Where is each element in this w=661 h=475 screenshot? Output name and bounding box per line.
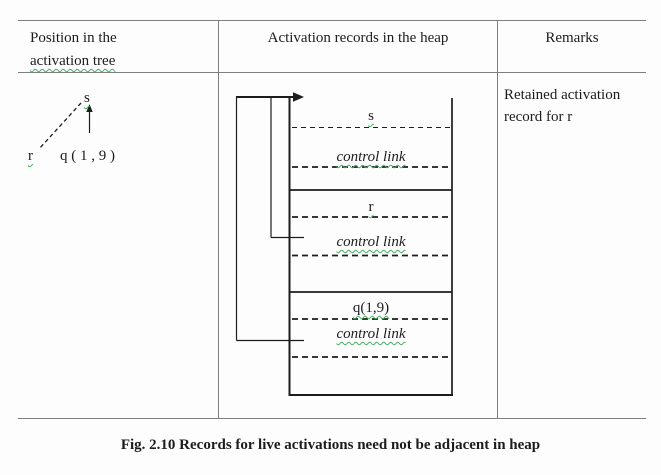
tree-dashed-edge-s-to-r (38, 102, 82, 150)
pointer-right-arrowhead-icon (293, 92, 304, 102)
tree-node-r: r (28, 147, 33, 165)
tree-node-s: s (84, 89, 90, 107)
heap-record-q-name: q(1,9) (290, 299, 452, 317)
heap-record-r-control-link-label: control link (336, 234, 406, 250)
heap-record-r-control-link: control link (290, 233, 452, 251)
header-position-column: Position in the activation tree (30, 27, 117, 73)
heap-record-q-name-label: q(1,9) (352, 300, 390, 316)
header-position-line2: activation tree (30, 53, 116, 69)
table-column-divider-1 (218, 20, 219, 418)
figure-caption: Fig. 2.10 Records for live activations n… (120, 437, 541, 453)
table-column-divider-2 (497, 20, 498, 418)
control-link-pointers (235, 96, 304, 342)
tree-up-arrowhead-icon (86, 104, 93, 112)
table-header-separator (18, 72, 646, 73)
header-position-line1: Position in the (30, 30, 117, 46)
heap-record-r-name-label: r (368, 199, 374, 215)
tree-node-s-label: s (84, 90, 90, 106)
header-remarks-column: Remarks (545, 30, 599, 46)
heap-record-s-control-link-label: control link (336, 149, 406, 165)
heap-outline (288, 97, 453, 396)
heap-record-s-name: s (290, 107, 452, 125)
remarks-text: Retained activation record for r (504, 87, 621, 125)
tree-node-q: q ( 1 , 9 ) (60, 148, 115, 164)
heap-record-s-name-label: s (368, 108, 374, 124)
heap-record-q-control-link-label: control link (336, 326, 406, 342)
table-top-border (18, 20, 646, 21)
tree-node-r-label: r (28, 148, 33, 164)
table-bottom-border (18, 418, 646, 419)
heap-record-r-name: r (290, 198, 452, 216)
heap-record-s-control-link: control link (290, 148, 452, 166)
heap-record-q-control-link: control link (290, 325, 452, 343)
header-heap-column: Activation records in the heap (267, 30, 449, 46)
tree-edges (38, 102, 91, 150)
heap-dashed-separators (292, 127, 450, 358)
